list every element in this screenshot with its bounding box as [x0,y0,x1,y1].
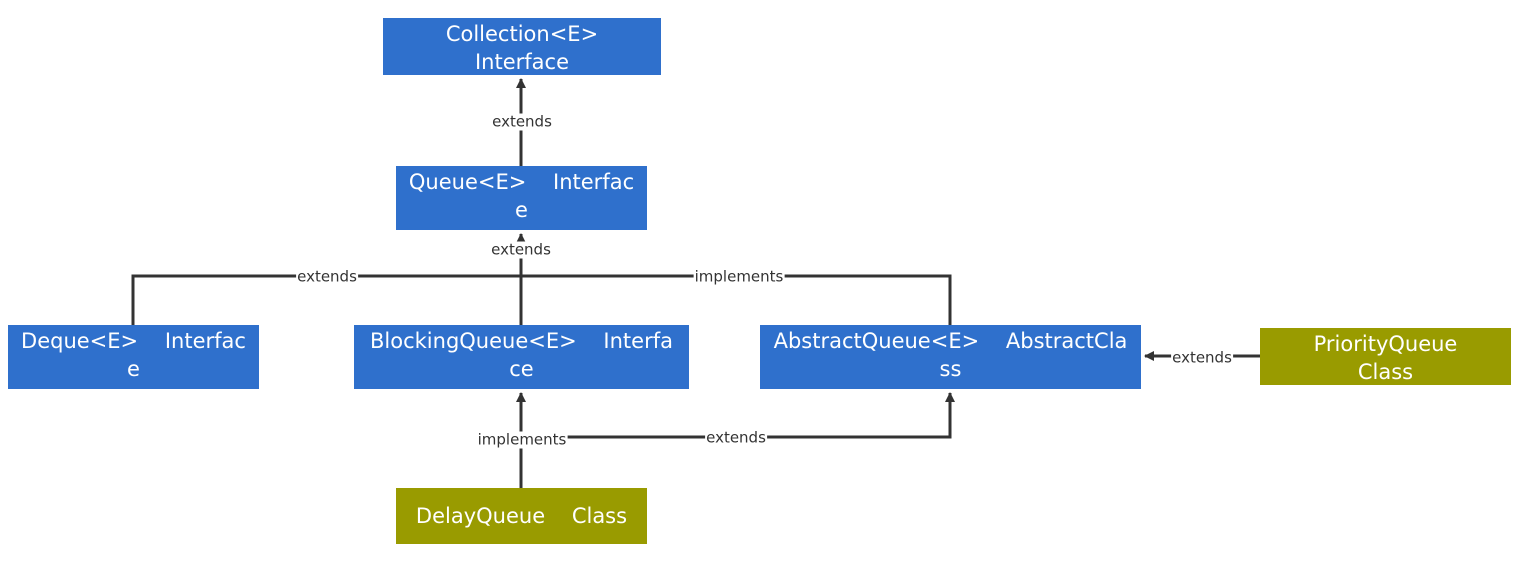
node-priority-queue[interactable]: PriorityQueue Class [1260,328,1511,385]
node-abstract-queue[interactable]: AbstractQueue<E> AbstractClass [760,325,1141,389]
edge-deque-queue [131,274,521,325]
node-delay-queue[interactable]: DelayQueue Class [396,488,647,544]
edge-label-blockingqueue-queue: extends [490,240,552,259]
node-blocking-queue[interactable]: BlockingQueue<E> Interface [354,325,689,389]
edge-label-delayqueue-blockingqueue: implements [476,430,568,449]
node-queue[interactable]: Queue<E> Interface [396,166,647,230]
edge-label-deque-queue: extends [296,267,358,286]
edge-label-delayqueue-abstractqueue: extends [705,428,767,447]
edge-delayqueue-abstractqueue [521,392,955,439]
node-collection[interactable]: Collection<E> Interface [383,18,661,75]
node-deque[interactable]: Deque<E> Interface [8,325,259,389]
edge-label-queue-collection: extends [491,112,553,131]
edge-label-abstractqueue-queue: implements [693,267,785,286]
edge-abstractqueue-queue [521,274,952,325]
edge-label-priorityqueue-abstractqueue: extends [1171,348,1233,367]
